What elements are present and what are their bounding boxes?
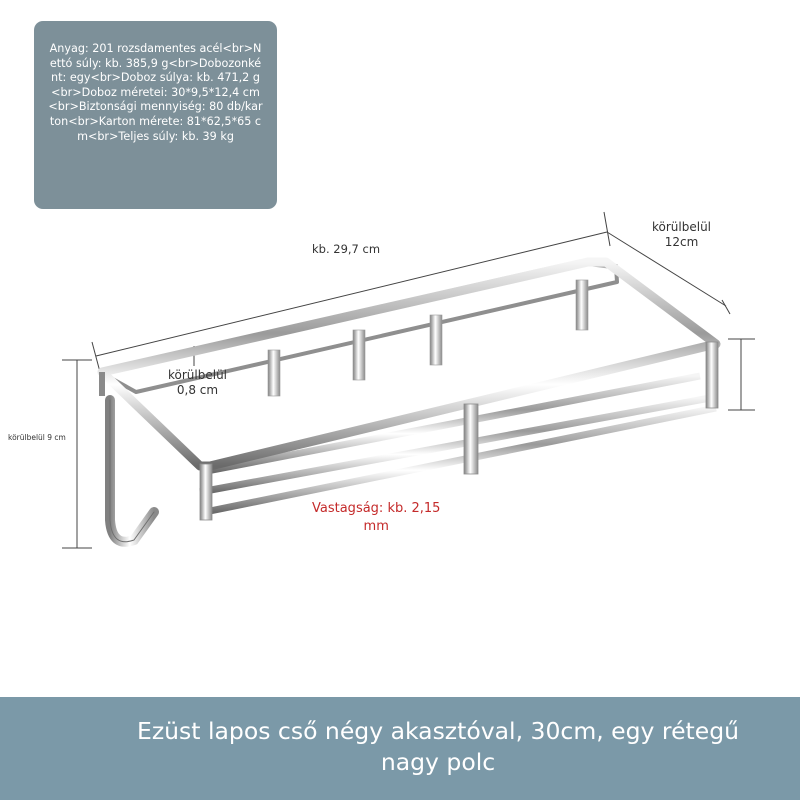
height-text: körülbelül 9 cm — [8, 433, 66, 442]
spec-info-box: Anyag: 201 rozsdamentes acél<br>Nettó sú… — [34, 21, 277, 209]
tube-text-line2: 0,8 cm — [176, 383, 219, 397]
product-caption: Ezüst lapos cső négy akasztóval, 30cm, e… — [118, 716, 758, 778]
depth-text-line1: körülbelül — [652, 220, 712, 234]
caption-line1: Ezüst lapos cső négy akasztóval, 30cm, e… — [136, 717, 740, 745]
depth-dimension-label: körülbelül 12cm — [652, 220, 711, 250]
length-text: kb. 29,7 cm — [312, 242, 381, 256]
back-uprights — [267, 279, 589, 397]
tube-text-line1: körülbelül — [168, 368, 228, 382]
thickness-label: Vastagság: kb. 2,15 mm — [312, 500, 440, 536]
caption-line2: nagy polc — [380, 748, 496, 776]
front-posts — [199, 341, 719, 521]
tube-width-label: körülbelül 0,8 cm — [168, 368, 227, 398]
length-dimension-label: kb. 29,7 cm — [312, 242, 380, 257]
height-dimension-label: körülbelül 9 cm — [8, 430, 66, 445]
dimension-lines — [62, 211, 755, 549]
thickness-text-line2: mm — [363, 519, 389, 534]
hook — [105, 395, 159, 547]
caption-bar — [0, 697, 800, 800]
depth-text-line2: 12cm — [664, 235, 699, 249]
thickness-text-line1: Vastagság: kb. 2,15 — [312, 501, 441, 516]
front-wires — [199, 372, 717, 516]
right-end-slats — [616, 292, 696, 394]
spec-text: Anyag: 201 rozsdamentes acél<br>Nettó sú… — [48, 42, 263, 143]
